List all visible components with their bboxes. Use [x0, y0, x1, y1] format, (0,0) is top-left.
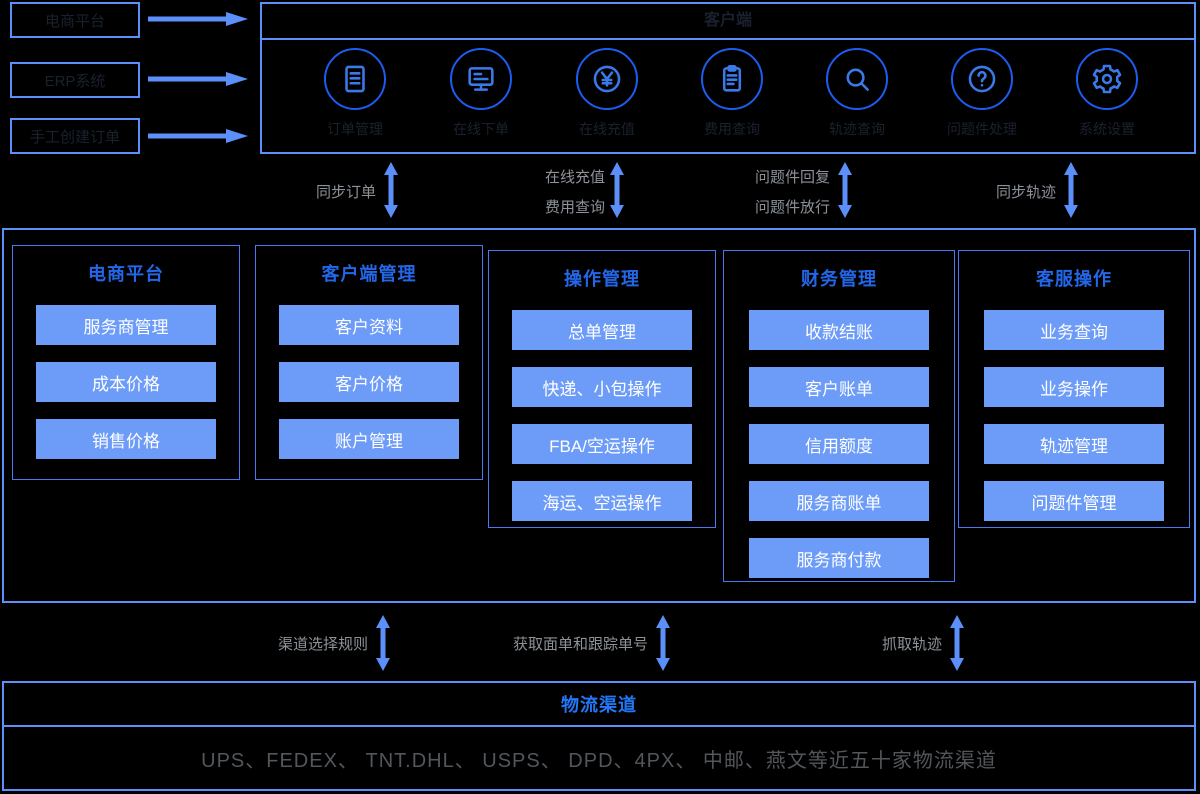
right-arrow-icon: [148, 11, 248, 32]
module-label: 系统设置: [1079, 121, 1135, 137]
yuan-icon: [576, 48, 638, 110]
module-problem-piece: 问题件处理: [917, 48, 1047, 139]
sync-label-track: 同步轨迹: [995, 184, 1056, 201]
module-online-recharge: 在线充值: [542, 48, 672, 139]
module-pill: 客户资料: [279, 305, 459, 345]
column-client-management: 客户端管理 客户资料 客户价格 账户管理: [255, 245, 483, 480]
sync-label-orders: 同步订单: [315, 184, 376, 201]
module-pill: 服务商账单: [749, 481, 929, 521]
module-track-inquiry: 轨迹查询: [792, 48, 922, 139]
sync-label-recharge: 在线充值: [544, 169, 605, 186]
client-panel-title: 客户端: [262, 4, 1194, 40]
module-pill: 业务查询: [984, 310, 1164, 350]
module-pill: 问题件管理: [984, 481, 1164, 521]
module-label: 轨迹查询: [829, 121, 885, 137]
link-label-channel-rules: 渠道选择规则: [277, 636, 368, 653]
module-label: 费用查询: [704, 121, 760, 137]
right-arrow-icon: [148, 128, 248, 149]
module-system-settings: 系统设置: [1042, 48, 1172, 139]
source-label: ERP系统: [44, 72, 106, 90]
gear-icon: [1076, 48, 1138, 110]
double-arrow-icon: [1062, 162, 1080, 223]
module-pill: 信用额度: [749, 424, 929, 464]
link-label-labels-tracking: 获取面单和跟踪单号: [512, 636, 648, 653]
link-label-grab-track: 抓取轨迹: [881, 636, 942, 653]
client-panel: 客户端 订单管理 在线下单: [260, 2, 1196, 154]
module-pill: 轨迹管理: [984, 424, 1164, 464]
module-pill: 服务商管理: [36, 305, 216, 345]
question-icon: [951, 48, 1013, 110]
sync-label-problem-reply: 问题件回复: [754, 169, 830, 186]
source-box-erp: ERP系统: [10, 62, 140, 98]
module-pill: 客户价格: [279, 362, 459, 402]
module-pill: 业务操作: [984, 367, 1164, 407]
module-pill: FBA/空运操作: [512, 424, 692, 464]
monitor-icon: [450, 48, 512, 110]
channels-title: 物流渠道: [561, 695, 637, 715]
module-label: 在线下单: [453, 121, 509, 137]
module-label: 问题件处理: [947, 121, 1017, 137]
double-arrow-icon: [654, 615, 672, 676]
module-pill: 销售价格: [36, 419, 216, 459]
logistics-channels-bar: 物流渠道: [2, 681, 1196, 727]
order-list-icon: [324, 48, 386, 110]
module-pill: 快递、小包操作: [512, 367, 692, 407]
double-arrow-icon: [608, 162, 626, 223]
column-title: 客户端管理: [321, 264, 417, 284]
carrier-list-bar: UPS、FEDEX、 TNT.DHL、 USPS、 DPD、4PX、 中邮、燕文…: [2, 725, 1196, 791]
module-label: 在线充值: [579, 121, 635, 137]
double-arrow-icon: [382, 162, 400, 223]
system-panel: [2, 228, 1196, 603]
sync-label-problem-release: 问题件放行: [754, 199, 830, 216]
search-icon: [826, 48, 888, 110]
sync-label-fee: 费用查询: [544, 199, 605, 216]
column-title: 电商平台: [88, 264, 164, 284]
module-pill: 总单管理: [512, 310, 692, 350]
carrier-list: UPS、FEDEX、 TNT.DHL、 USPS、 DPD、4PX、 中邮、燕文…: [201, 749, 997, 772]
column-ecommerce-platform: 电商平台 服务商管理 成本价格 销售价格: [12, 245, 240, 480]
double-arrow-icon: [836, 162, 854, 223]
module-fee-inquiry: 费用查询: [667, 48, 797, 139]
module-label: 订单管理: [327, 121, 383, 137]
column-title: 客服操作: [1036, 269, 1112, 289]
column-operations-management: 操作管理 总单管理 快递、小包操作 FBA/空运操作 海运、空运操作: [488, 250, 716, 528]
source-label: 电商平台: [44, 12, 105, 30]
module-online-order: 在线下单: [416, 48, 546, 139]
source-box-ecommerce: 电商平台: [10, 2, 140, 38]
column-finance-management: 财务管理 收款结账 客户账单 信用额度 服务商账单 服务商付款: [723, 250, 955, 582]
double-arrow-icon: [374, 615, 392, 676]
column-customer-service: 客服操作 业务查询 业务操作 轨迹管理 问题件管理: [958, 250, 1190, 528]
module-pill: 服务商付款: [749, 538, 929, 578]
source-label: 手工创建订单: [29, 128, 120, 146]
module-pill: 收款结账: [749, 310, 929, 350]
column-title: 财务管理: [801, 269, 877, 289]
double-arrow-icon: [948, 615, 966, 676]
module-order-management: 订单管理: [290, 48, 420, 139]
source-box-manual: 手工创建订单: [10, 118, 140, 154]
column-title: 操作管理: [564, 269, 640, 289]
module-pill: 成本价格: [36, 362, 216, 402]
right-arrow-icon: [148, 71, 248, 92]
module-pill: 账户管理: [279, 419, 459, 459]
module-pill: 海运、空运操作: [512, 481, 692, 521]
module-pill: 客户账单: [749, 367, 929, 407]
clipboard-icon: [701, 48, 763, 110]
